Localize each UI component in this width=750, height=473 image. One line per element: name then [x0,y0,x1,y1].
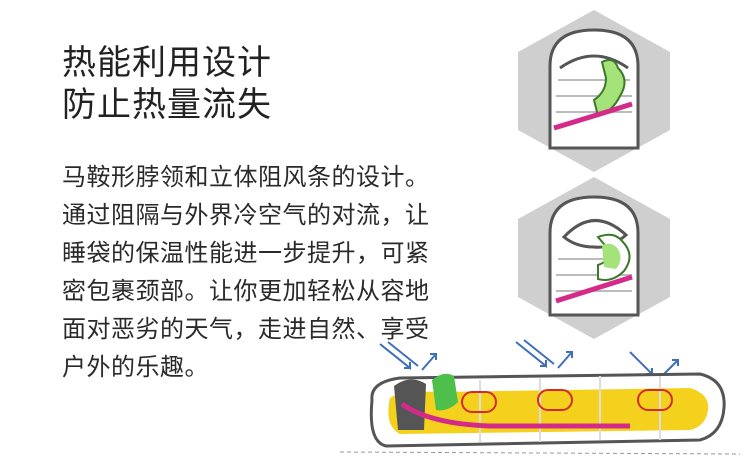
hood-opening [559,54,629,70]
collar-closed-illustration [518,10,670,172]
bag-hood [548,28,640,150]
headline: 热能利用设计 防止热量流失 [62,42,272,126]
headline-line-2: 防止热量流失 [62,85,272,125]
description-line-2: 通过阻隔与外界冷空气的对流，让 [62,201,430,229]
collar-green [432,373,458,411]
ground-line [340,451,740,455]
description-line-3: 睡袋的保温性能进一步提升，可紧 [62,239,430,267]
warm-air-loops [461,389,673,413]
hood-shadow [394,379,426,430]
draft-tube-pink [555,274,633,304]
description-line-1: 马鞍形脖领和立体阻风条的设计。 [62,163,430,191]
headline-line-1: 热能利用设计 [62,43,272,83]
collar-green [602,243,621,269]
cold-air-arrows [379,339,679,377]
sleeping-bag-illustration [340,339,740,455]
draft-tube-pink [400,401,630,429]
collar-open-illustration [518,177,670,339]
description-line-6: 户外的乐趣。 [62,353,209,381]
description-line-4: 密包裹颈部。让你更加轻松从容地 [62,277,430,305]
description-line-5: 面对恶劣的天气，走进自然、享受 [62,315,430,343]
draft-tube-pink [553,101,633,131]
collar-green [592,59,626,118]
description: 马鞍形脖领和立体阻风条的设计。 通过阻隔与外界冷空气的对流，让 睡袋的保温性能进… [62,158,430,386]
